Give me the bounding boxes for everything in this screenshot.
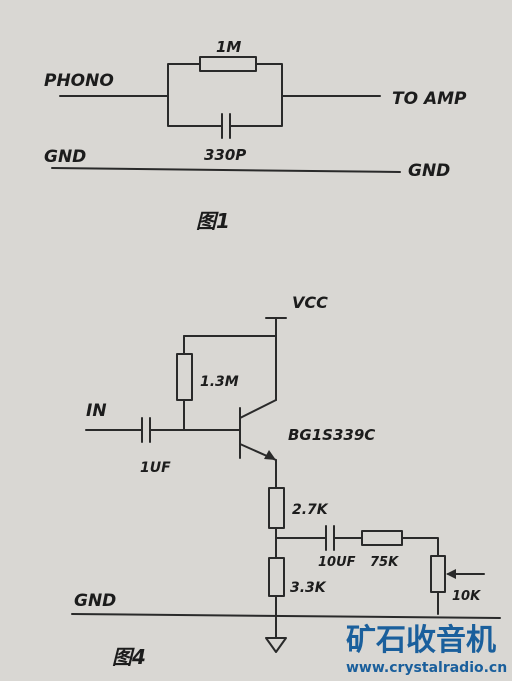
- transistor-label: BG1S339C: [288, 426, 375, 444]
- to-amp-label: TO AMP: [392, 89, 467, 109]
- parallel-bottom-right-wire: [229, 95, 283, 127]
- bias-resistor-label: 1.3M: [200, 374, 239, 390]
- resistor-to-pot-wire: [401, 537, 439, 557]
- gnd-rail-figure-1: [51, 167, 401, 173]
- parallel-bottom-left-wire: [167, 95, 223, 127]
- coupling-cap-label: 10UF: [318, 555, 356, 570]
- gnd-rail-figure-4: [71, 613, 501, 619]
- watermark-title: 矿石收音机: [346, 623, 496, 658]
- gnd-left-label: GND: [44, 147, 86, 167]
- watermark-url: www.crystalradio.cn: [346, 660, 507, 676]
- capacitor-330p-label: 330P: [204, 146, 246, 164]
- parallel-top-left-wire: [167, 63, 201, 97]
- series-resistor-label: 75K: [370, 555, 399, 570]
- input-cap-label: 1UF: [140, 460, 171, 476]
- emitter-resistor-label: 2.7K: [292, 502, 329, 518]
- pot-label: 10K: [452, 589, 481, 604]
- vcc-label: VCC: [292, 293, 328, 312]
- figure-4-circuit: VCC 1.3M IN 1UF BG1S339C 2.7K 3.3K 10UF …: [71, 293, 501, 669]
- pot-wiper-arrow: [446, 569, 456, 579]
- resistor-1m-label: 1M: [216, 38, 241, 56]
- phono-label: PHONO: [44, 71, 114, 91]
- gnd-label-figure-4: GND: [74, 591, 116, 611]
- transistor-collector: [239, 399, 277, 419]
- lower-resistor-label: 3.3K: [290, 580, 327, 596]
- parallel-top-right-wire: [255, 63, 283, 97]
- figure-4-caption: 图4: [112, 645, 146, 669]
- figure-1-circuit: PHONO TO AMP GND GND 1M 330P 图1: [44, 38, 467, 233]
- site-watermark: 矿石收音机 www.crystalradio.cn: [346, 623, 507, 676]
- ground-symbol: [265, 637, 287, 653]
- figure-1-caption: 图1: [196, 209, 230, 233]
- gnd-right-label: GND: [408, 161, 450, 181]
- emitter-arrow: [264, 450, 276, 460]
- input-label: IN: [86, 401, 107, 421]
